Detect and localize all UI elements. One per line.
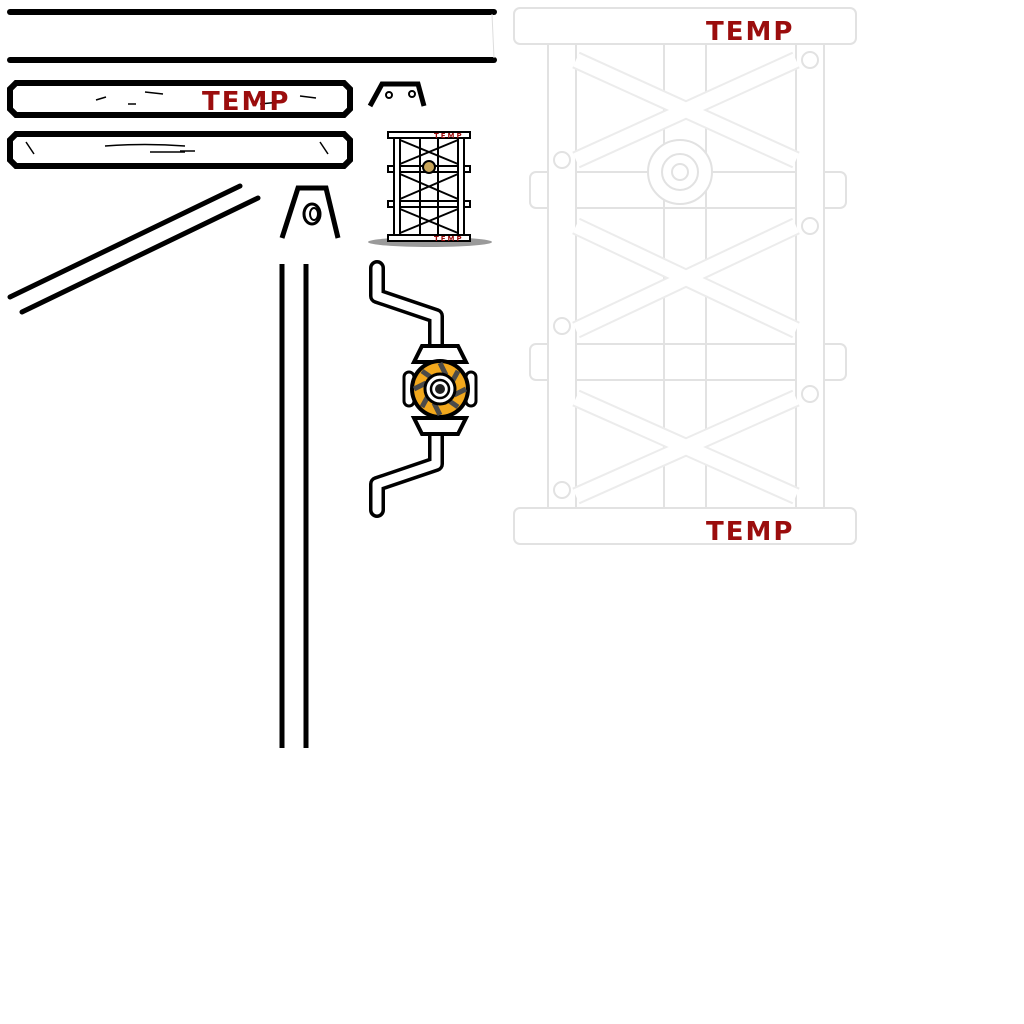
diagonal-brace-sprite <box>7 183 261 315</box>
plank-sprite-labeled: TEMP <box>7 80 353 118</box>
plank-temp-label: TEMP <box>202 87 290 117</box>
vertical-post-sprite <box>279 264 309 748</box>
bracket-small-sprite <box>367 81 427 108</box>
gear-mechanism-sprite <box>369 260 478 518</box>
bracket-large-sprite <box>279 185 341 239</box>
plank-sprite <box>7 131 353 169</box>
white-tower-bottom-temp-label: TEMP <box>706 517 794 547</box>
mini-tower-sprite: TEMP TEMP <box>368 131 492 247</box>
white-tower-sprite <box>513 7 857 545</box>
white-tower-top-temp-label: TEMP <box>706 17 794 47</box>
long-rail-sprite <box>7 9 497 63</box>
mini-tower-bottom-temp-label: TEMP <box>434 235 464 243</box>
mini-tower-top-temp-label: TEMP <box>434 132 464 140</box>
